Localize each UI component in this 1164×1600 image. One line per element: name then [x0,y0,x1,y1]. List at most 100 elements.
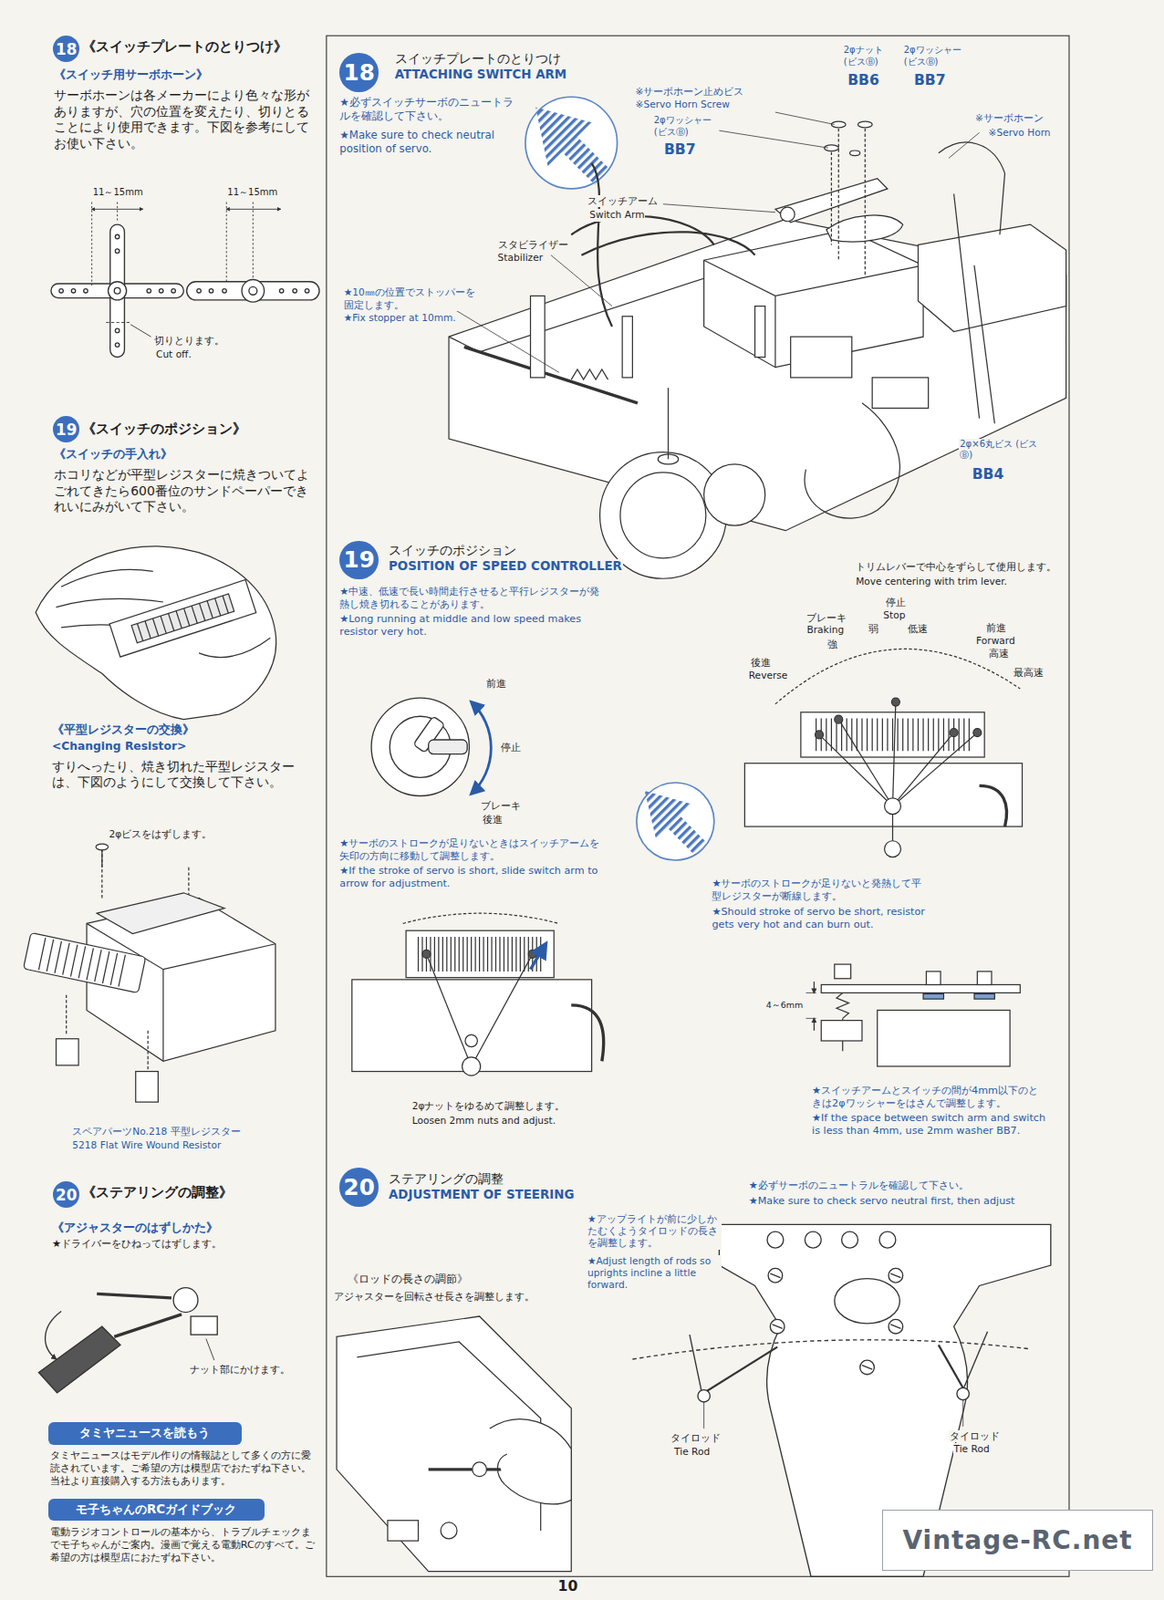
hand-sketch [215,598,221,616]
chassis-drawing [571,369,608,380]
step-title: スイッチプレートのとりつけ [394,51,562,67]
servo-horn [171,289,176,293]
dimension-line [130,324,151,337]
note: ★If the stroke of servo is short, slide … [338,864,609,891]
note: ★Fix stopper at 10mm. [342,311,458,324]
sub-heading: 《平型レジスターの交換》 [51,722,196,738]
callout: ※サーボホーン [974,112,1045,125]
direction-label: 後進 [481,813,504,826]
dimension-line [92,201,281,337]
hand-sketch [131,593,235,644]
chassis-drawing [938,142,1006,235]
dimension-line [92,208,144,210]
switch-unit [110,953,117,986]
servo-dial [428,739,468,755]
note: ★Make sure to check neutral position of … [338,128,508,156]
part-name: タイロッド [669,1432,722,1445]
position-label: 最高速 [1012,666,1045,679]
callout: ※サーボホーン止めビス [634,85,746,98]
servo-horn [114,249,119,253]
dimension: 11～15mm [226,187,279,199]
resistor-switch [426,954,471,1067]
sub-heading: 《スイッチ用サーボホーン》 [52,67,209,84]
step-number-text: 19 [343,546,375,573]
part-name: タイロッド [948,1430,1001,1443]
callout: 切りとります。 [153,334,226,347]
callout: Stabilizer [497,251,544,264]
resistor-switch [815,730,824,739]
chassis-drawing [592,163,613,327]
part-code: BB6 [846,71,881,90]
body-text: ホコリなどが平型レジスターに焼きついてよごれてきたら600番位のサンドペーパーで… [52,467,313,515]
servo-horn [208,289,213,293]
position-label: 低速 [906,623,929,635]
direction-label: ブレーキ [479,800,522,812]
resistor-switch [471,954,533,1067]
switch-unit [135,1071,159,1103]
sub-heading: <Changing Resistor> [51,739,188,754]
switch-arm-side [923,994,944,1000]
callout: ※Servo Horn [987,126,1052,139]
steering-plate [697,1390,710,1403]
rod-adjust-sketch [472,1462,488,1477]
step-heading: 《スイッチプレートのとりつけ》 [81,38,289,55]
servo-horn [114,328,119,333]
part-code: 2φ×6丸ビス (ビスⒷ) [958,438,1039,462]
step-number-text: 20 [55,1185,77,1205]
part-name: 5218 Flat Wire Wound Resistor [71,1139,222,1152]
chassis-drawing [448,219,1067,531]
hand-sketch [160,615,167,634]
position-label: 強 [826,638,839,651]
hand-sketch [207,601,213,619]
servo-horn [114,234,119,239]
hand-sketch [191,605,198,624]
screwdriver [206,1339,215,1361]
step-title: スイッチのポジション [387,542,518,559]
screwdriver [96,1293,172,1298]
dimension-line [91,201,93,286]
switch-arm-side [821,984,1020,993]
callout: Switch Arm [588,208,645,221]
step-number: 18 [339,52,378,92]
hand-sketch [35,546,277,720]
switch-unit [95,843,108,851]
note: ★必ずサーボのニュートラルを確認して下さい。 [748,1179,970,1193]
servo-horn [114,342,119,347]
chassis-drawing [917,224,1066,332]
body-text: 電動ラジオコントロールの基本から、トラブルチェックまでモ子ちゃんがご案内。漫画で… [49,1526,317,1565]
hand-sketch [109,580,257,658]
callout: 2φビスをはずします。 [108,828,214,841]
switch-unit [54,941,62,974]
rod-adjust-sketch [440,1522,458,1539]
servo-dial [371,697,469,796]
switch-unit [118,955,125,988]
chassis-drawing [550,255,613,307]
step-number-text: 18 [343,59,375,86]
switch-unit [147,1030,149,1071]
servo-horn [249,286,258,295]
steering-plate [804,1231,822,1248]
rod-adjust-sketch [497,1454,507,1486]
step-title: ADJUSTMENT OF STEERING [387,1187,576,1204]
body-text: タミヤニュースはモデル作りの情報誌として多くの方に愛読されています。ご希望の方は… [49,1449,317,1488]
resistor-switch [891,697,900,707]
servo-horn [83,289,88,293]
direction-label: 停止 [499,741,522,754]
screwdriver [114,1314,182,1338]
steering-plate [841,1231,859,1248]
position-label: ブレーキ [805,612,848,624]
blue-arrow [636,782,715,861]
switch-unit [23,932,146,993]
switch-unit [23,932,146,993]
sub-heading: 《スイッチの手入れ》 [52,446,174,463]
step-heading: 《ステアリングの調整》 [81,1184,234,1201]
switch-arm-side [976,971,992,986]
chassis-drawing [581,231,755,255]
servo-horn [158,289,163,293]
switch-unit [94,949,102,982]
resistor-switch [744,763,1022,827]
step-number-text: 20 [343,1174,375,1201]
steering-plate [704,1347,779,1393]
switch-unit [102,951,109,984]
position-label: 停止 [884,596,907,609]
